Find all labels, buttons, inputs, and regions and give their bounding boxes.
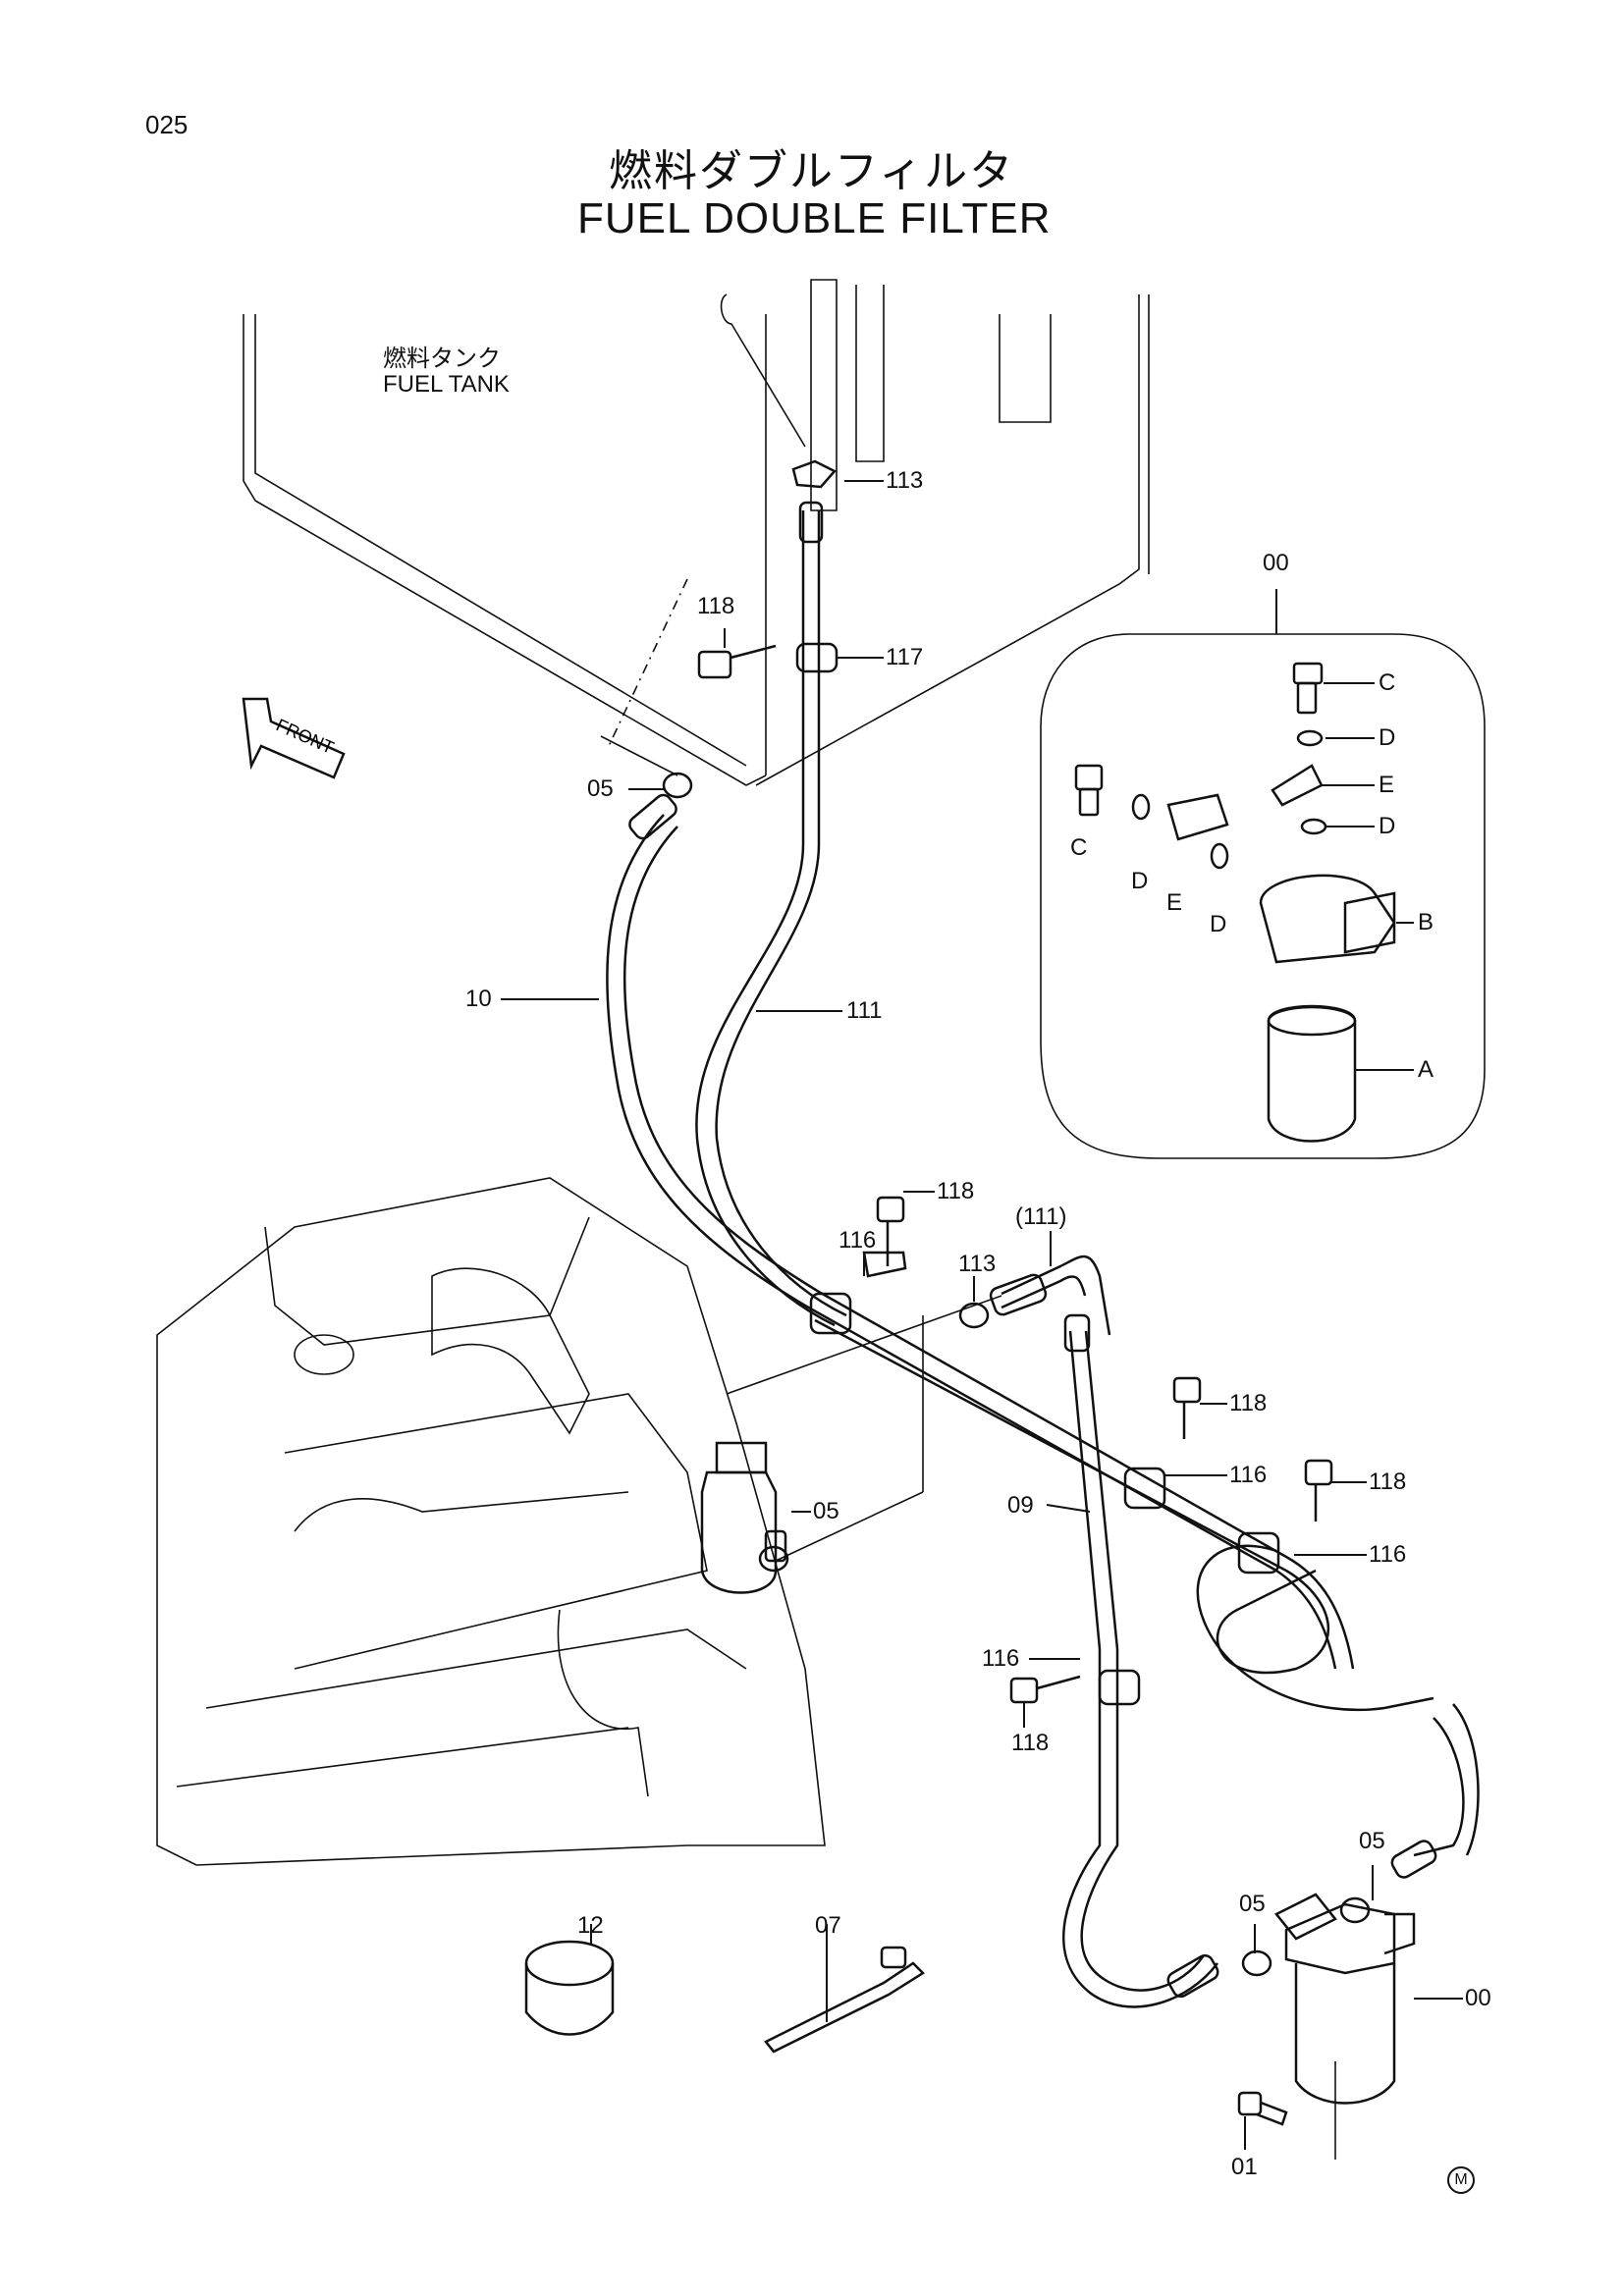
m-mark: M [1447,2166,1475,2194]
kit-label-e2: E [1166,889,1183,916]
title-japanese: 燃料ダブルフィルタ [609,146,1015,196]
fuel-tank-label-jp: 燃料タンク [383,345,501,372]
kit-label-b: B [1418,909,1434,935]
filter-kit-bubble [1040,633,1486,1159]
callout-07: 07 [815,1912,841,1939]
fuel-tank-outline [243,279,1150,786]
callout-113-top: 113 [886,467,924,494]
callout-116-r1: 116 [1229,1462,1268,1488]
callout-05-mid: 05 [813,1498,839,1524]
callout-01: 01 [1231,2154,1258,2180]
clamps [795,642,1280,1706]
front-arrow-label: FRONT [273,715,337,757]
fittings-mid [758,1196,1371,1977]
kit-label-e1: E [1379,772,1395,798]
callout-111: 111 [846,997,883,1024]
hose-10 [606,793,1355,1670]
fuel-tank-label-en: FUEL TANK [383,371,510,398]
fuel-pipe-harness [814,1318,1480,1879]
callout-12: 12 [577,1912,604,1939]
callout-leaders [501,480,1463,2150]
dashed-leader [608,578,688,747]
kit-label-d1: D [1379,724,1396,751]
callout-118-top: 118 [697,593,735,619]
kit-label-d3: D [1131,868,1149,894]
kit-label-a: A [1418,1056,1434,1083]
callout-118-low: 118 [1011,1730,1050,1756]
callout-116-mid: 116 [839,1227,877,1254]
callout-117: 117 [886,644,924,670]
kit-label-d4: D [1210,911,1227,937]
callout-05-low-right: 05 [1359,1828,1385,1854]
callout-05-top: 05 [587,775,614,802]
callout-111-paren: (111) [1015,1203,1067,1230]
kit-label-d2: D [1379,813,1396,839]
part-01-bolt [1237,2091,1288,2126]
callout-00-low: 00 [1465,1985,1491,2011]
fittings-top [662,459,838,799]
kit-label-c1: C [1379,669,1396,696]
callout-113-mid: 113 [958,1251,997,1277]
filter-assembly-lower [1274,1893,1416,2160]
callout-118-r2: 118 [1369,1468,1407,1495]
hose-111 [695,501,847,1327]
callout-116-r2: 116 [1369,1541,1407,1568]
callout-118-r1: 118 [1229,1390,1268,1416]
hose-09 [1062,1313,1219,2008]
callout-10: 10 [465,986,492,1012]
title-english: FUEL DOUBLE FILTER [577,194,1052,242]
part-12-ring [524,1940,615,2036]
callout-00-top: 00 [1263,550,1289,576]
callout-09: 09 [1007,1492,1034,1519]
part-07-cable-tie [764,1946,925,2054]
engine-block [156,1177,826,1866]
kit-label-c2: C [1070,834,1088,861]
callout-05-low-left: 05 [1239,1891,1266,1917]
page-code: 025 [145,110,189,139]
hose-111-branch [989,1255,1111,1336]
callout-116-low: 116 [982,1645,1020,1672]
callout-118-mid: 118 [937,1178,975,1204]
front-arrow-icon: FRONT [242,697,346,779]
